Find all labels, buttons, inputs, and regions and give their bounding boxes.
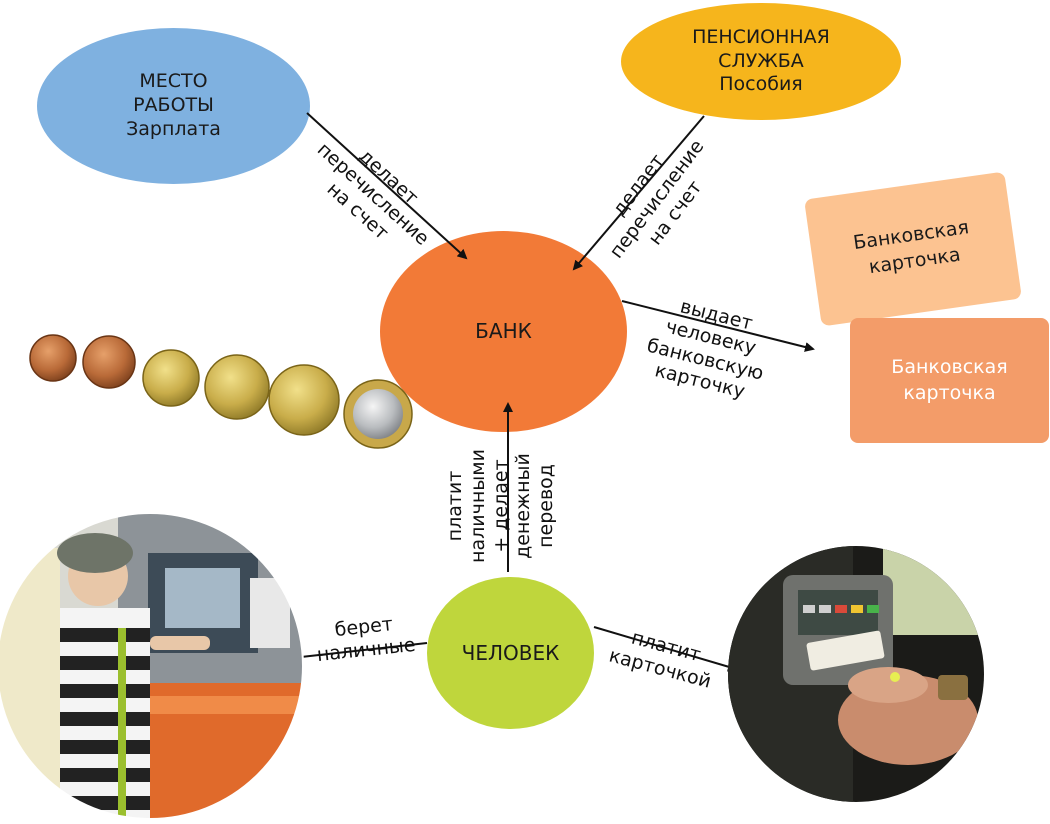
bank-card-front: Банковская карточка — [850, 318, 1049, 443]
arrow-person-to-terminal — [593, 626, 738, 672]
arrow-pension-to-bank — [572, 115, 705, 271]
coin-3 — [142, 349, 200, 407]
label-person-to-bank-3: + делает — [489, 459, 512, 553]
pension-service-node: ПЕНСИОННАЯ СЛУЖБА Пособия — [621, 3, 901, 120]
workplace-subtitle: Зарплата — [126, 117, 221, 140]
coin-6-center — [353, 389, 403, 439]
pension-title-2: СЛУЖБА — [718, 49, 804, 72]
bank-label: БАНК — [475, 319, 532, 343]
coins-row-image — [29, 334, 413, 449]
pension-title-1: ПЕНСИОННАЯ — [692, 25, 830, 48]
label-person-to-bank-4: денежный — [512, 453, 535, 559]
coin-1 — [29, 334, 77, 382]
arrow-person-to-atm — [281, 642, 428, 664]
coin-4 — [204, 354, 270, 420]
arrow-work-to-bank — [306, 112, 468, 260]
card-front-line-2: карточка — [903, 381, 996, 404]
card-front-line-1: Банковская — [891, 355, 1008, 378]
arrow-bank-to-card — [621, 300, 815, 352]
workplace-node: МЕСТО РАБОТЫ Зарплата — [37, 28, 310, 184]
bank-node: БАНК — [380, 231, 627, 432]
label-person-to-bank-1: платит — [444, 470, 466, 542]
atm-photo — [0, 512, 304, 820]
coin-5 — [268, 364, 340, 436]
pension-subtitle: Пособия — [719, 73, 803, 96]
person-label: ЧЕЛОВЕК — [461, 640, 560, 665]
workplace-title-1: МЕСТО — [139, 70, 208, 93]
coin-2 — [82, 335, 136, 389]
label-person-to-bank-5: перевод — [535, 464, 558, 548]
card-terminal-photo — [728, 546, 984, 802]
label-person-to-bank-2: наличными — [466, 449, 489, 563]
label-person-to-bank: платит наличными + делает денежный перев… — [444, 426, 558, 586]
workplace-title-2: РАБОТЫ — [133, 94, 214, 117]
person-node: ЧЕЛОВЕК — [427, 577, 594, 729]
